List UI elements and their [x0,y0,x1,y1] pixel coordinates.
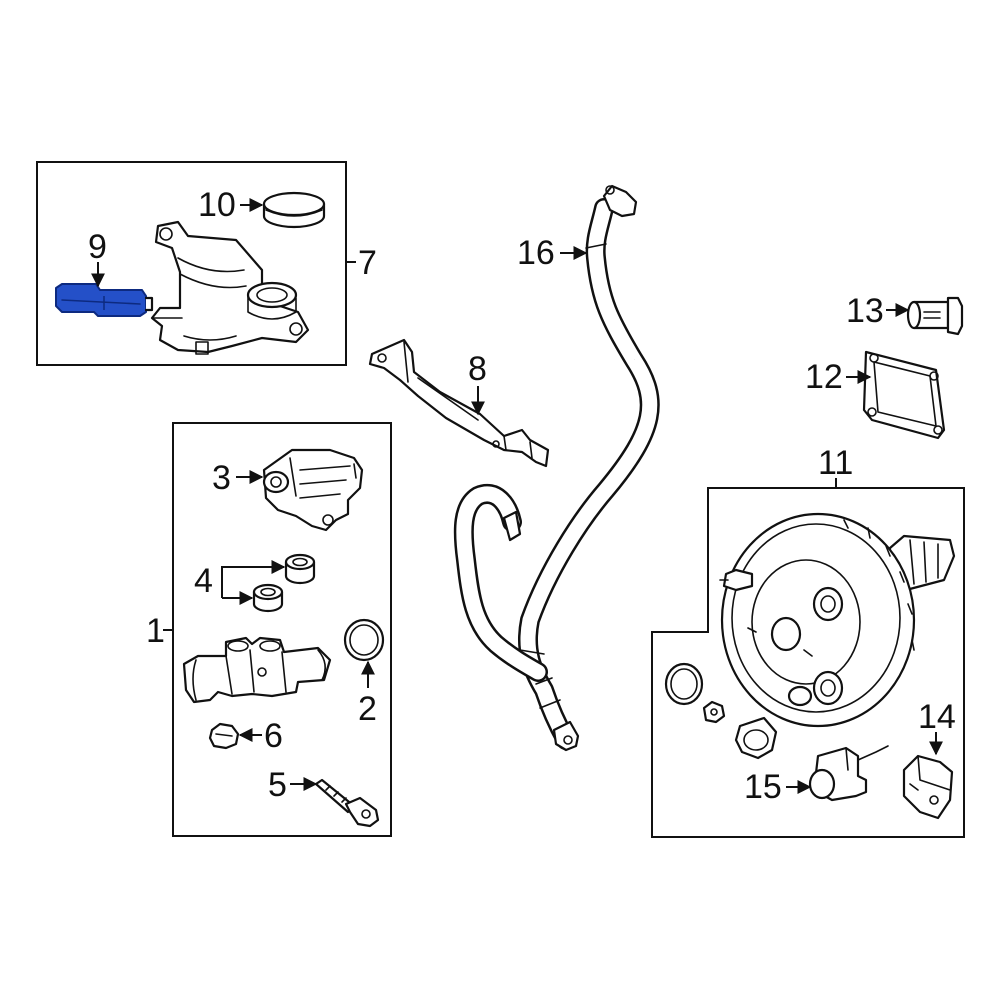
callout-16: 16 [517,234,555,272]
callout-11: 11 [818,444,853,482]
callout-4: 4 [194,562,213,600]
booster-seal-ring-part [664,662,704,706]
pressure-sensor-part [808,745,889,802]
callout-7: 7 [358,244,377,282]
stud-bolt-part [314,778,380,828]
fluid-level-sensor-highlighted-part [55,283,154,317]
callout-5: 5 [268,766,287,804]
bracket-part [368,338,550,468]
callout-14: 14 [918,698,956,736]
callout-3: 3 [212,459,231,497]
booster-group-box [651,487,965,838]
fluid-reservoir-part [150,220,310,355]
reservoir-cap-part [262,191,326,229]
callout-12: 12 [805,358,843,396]
vacuum-hose-part [453,184,660,752]
callout-13: 13 [846,292,884,330]
booster-nut-part [702,700,726,724]
callout-10: 10 [198,186,236,224]
booster-grommet-part [734,716,778,760]
nut-part [208,722,240,750]
master-cylinder-body-part [182,636,332,704]
callout-1: 1 [146,612,165,650]
o-ring-part [343,618,385,662]
reservoir-group-box [36,161,347,366]
gasket-part [862,350,946,440]
callout-8: 8 [468,350,487,388]
cylinder-reservoir-body-part [262,448,364,532]
check-valve-part [906,296,964,336]
callout-2: 2 [358,690,377,728]
callout-9: 9 [88,228,107,266]
callout-15: 15 [744,768,782,806]
brake-booster-part [719,512,956,728]
reservoir-grommets-part [252,553,316,613]
switch-part [902,754,954,820]
callout-6: 6 [264,717,283,755]
